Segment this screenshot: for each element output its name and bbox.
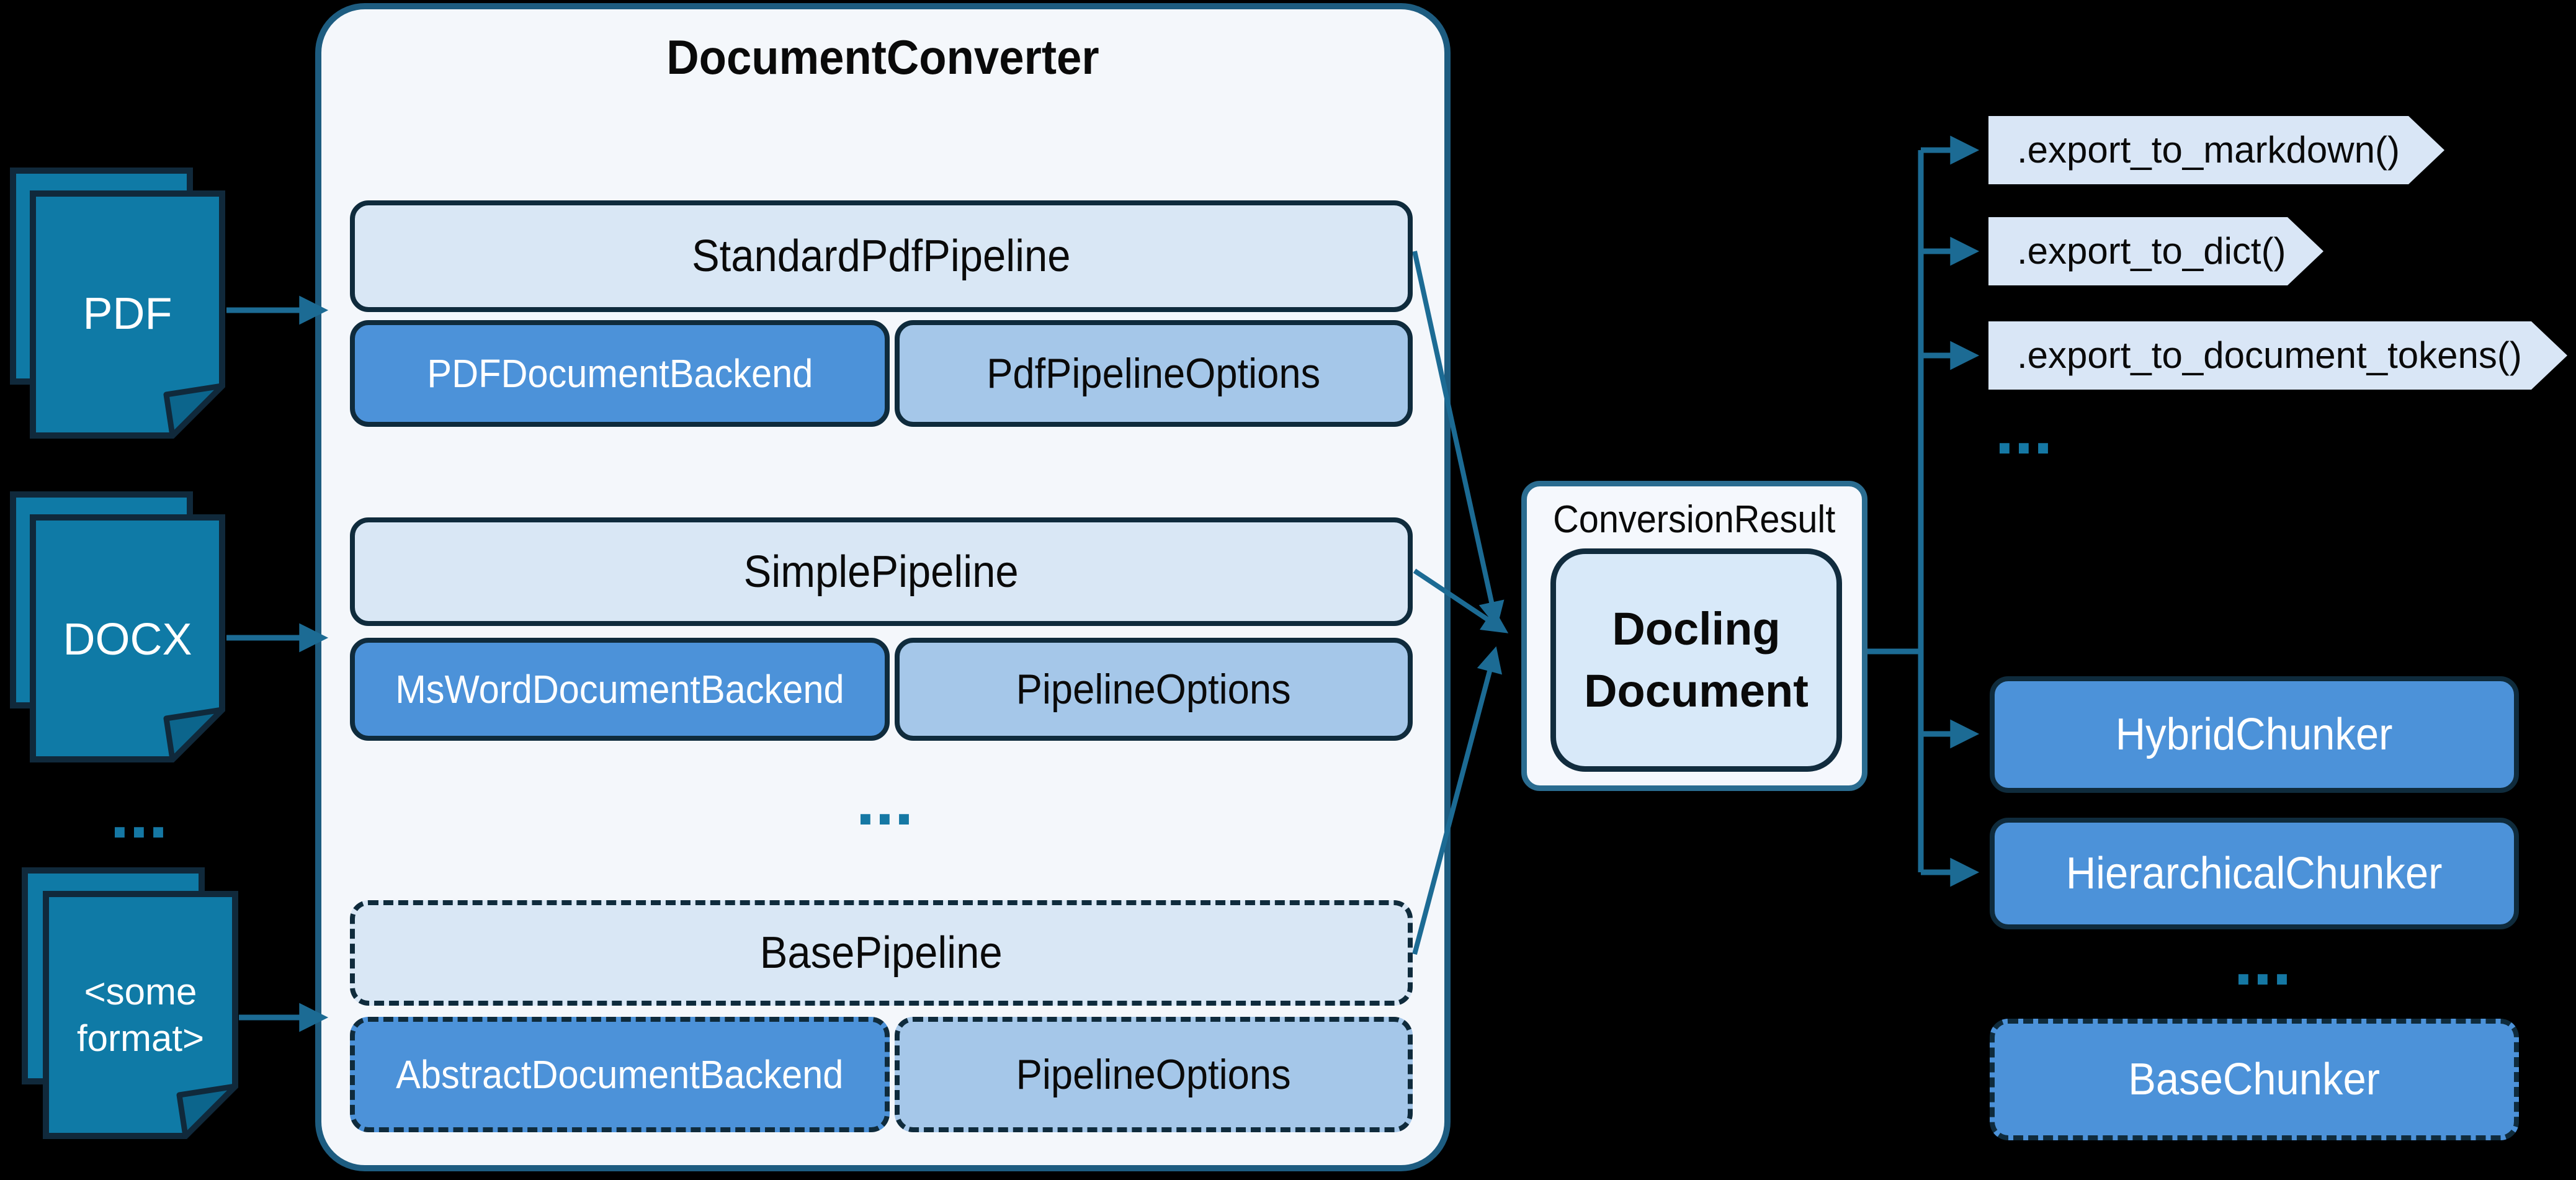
options-pipelineoptions: PipelineOptions (895, 638, 1413, 741)
docling-document-line2: Document (1584, 665, 1809, 717)
hierarchical-chunker-box: HierarchicalChunker (1990, 818, 2519, 929)
conversion-result-label: ConversionResult (1553, 498, 1836, 541)
someformat-label: <some format> (46, 968, 235, 1062)
someformat-label-line2: format> (76, 1017, 205, 1059)
backend-abstractdocumentbackend: AbstractDocumentBackend (350, 1017, 890, 1132)
backend-pdfdocumentbackend: PDFDocumentBackend (350, 320, 890, 427)
export-to-document-tokens-pennant: .export_to_document_tokens() (1988, 321, 2567, 390)
options-pdfpipelineoptions: PdfPipelineOptions (895, 320, 1413, 427)
basepipeline-to-result-arrow (1412, 646, 1503, 955)
exports-ellipsis: ... (1995, 391, 2053, 468)
pipeline-basepipeline: BasePipeline (350, 900, 1413, 1006)
docling-document-line1: Docling (1612, 603, 1781, 655)
docx-stack-icon (10, 491, 225, 762)
export-to-markdown-pennant: .export_to_markdown() (1988, 116, 2444, 184)
base-chunker-box: BaseChunker (1990, 1019, 2519, 1140)
docx-label: DOCX (63, 615, 192, 664)
options-pipelineoptions-abstract: PipelineOptions (895, 1017, 1413, 1132)
simplepipeline-to-result-arrow (1413, 568, 1509, 633)
export-to-dict-pennant: .export_to_dict() (1988, 217, 2323, 285)
pdf-label: PDF (83, 289, 172, 339)
pdf-stack-icon (10, 168, 225, 439)
converter-ellipsis: ... (856, 762, 914, 839)
pipeline-standardpdfpipeline: StandardPdfPipeline (350, 200, 1413, 312)
chunkers-ellipsis: ... (2234, 922, 2292, 999)
inputs-ellipsis: ... (110, 775, 168, 852)
backend-mswordocumentbackend: MsWordDocumentBackend (350, 638, 890, 741)
hybrid-chunker-box: HybridChunker (1990, 676, 2519, 793)
standardpdfpipeline-to-result-arrow (1412, 251, 1505, 628)
conversion-result-box: ConversionResult Docling Document (1521, 481, 1867, 791)
pipeline-simplepipeline: SimplePipeline (350, 517, 1413, 626)
someformat-label-line1: <some (84, 971, 197, 1012)
converter-title: DocumentConverter (666, 30, 1099, 84)
docling-document-box: Docling Document (1550, 548, 1842, 772)
someformat-stack-icon (22, 867, 238, 1139)
